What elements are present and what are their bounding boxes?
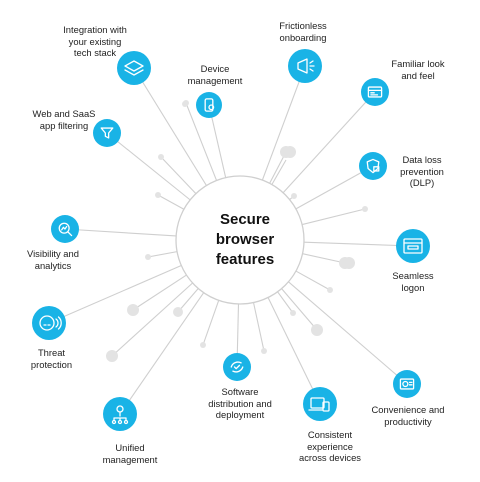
node-circle [288, 49, 322, 83]
decor-dot [327, 287, 333, 293]
decor-spoke-3 [301, 208, 366, 226]
decor-spoke-1 [160, 156, 197, 195]
label-logon: Seamless logon [392, 270, 434, 293]
label-filtering: Web and SaaS app filtering [32, 108, 96, 131]
node-circle [361, 78, 389, 106]
dashboard-icon [399, 378, 415, 390]
feature-nodes [32, 49, 430, 431]
node-familiar [361, 78, 389, 106]
devices-icon [308, 397, 330, 412]
spoke-integration [133, 67, 207, 186]
decor-spoke-14 [252, 302, 265, 352]
node-circle [32, 306, 66, 340]
spoke-unified [119, 292, 205, 415]
label-threat: Threat protection [30, 347, 73, 370]
node-circle [93, 119, 121, 147]
node-software [223, 353, 251, 381]
center-hub [175, 175, 305, 305]
decor-dot [291, 193, 297, 199]
spoke-logon [303, 241, 414, 247]
decor-dot [182, 101, 188, 107]
decor-dot [290, 310, 296, 316]
browser-window-icon [367, 86, 383, 98]
label-device: Device management [187, 63, 243, 86]
label-integration: Integration with your existing tech stac… [63, 24, 127, 58]
node-integration [117, 51, 151, 85]
decor-dot [284, 146, 296, 158]
node-circle [303, 387, 337, 421]
node-unified [103, 397, 137, 431]
spoke-familiar [282, 91, 376, 194]
decor-dot [127, 304, 139, 316]
label-consistent: Consistent experience across devices [298, 429, 361, 463]
node-circle [393, 370, 421, 398]
node-threat [32, 306, 66, 340]
label-familiar: Familiar look and feel [391, 58, 445, 81]
spoke-convenience [288, 281, 408, 385]
node-dlp [359, 152, 387, 180]
node-circle [117, 51, 151, 85]
shield-lock-icon [366, 158, 380, 174]
label-software: Software distribution and deployment [208, 386, 272, 420]
decor-dot [173, 307, 183, 317]
node-convenience [393, 370, 421, 398]
decor-dot [145, 254, 151, 260]
deploy-cycle-icon [230, 361, 244, 373]
decorative-dots [106, 100, 368, 362]
decor-dot [343, 257, 355, 269]
label-onboarding: Frictionless onboarding [279, 20, 327, 43]
decor-spoke-12 [111, 282, 193, 357]
spoke-filtering [106, 132, 191, 201]
label-dlp: Data loss prevention (DLP) [400, 154, 444, 188]
threat-face-icon [39, 315, 62, 331]
decor-dot [362, 206, 368, 212]
decor-dot [155, 192, 161, 198]
spoke-onboarding [261, 65, 306, 181]
label-visibility: Visibility and analytics [27, 248, 79, 271]
center-title: Secure browser features [215, 211, 275, 268]
label-convenience: Convenience and productivity [371, 404, 445, 427]
decor-spoke-8 [295, 270, 331, 291]
decor-spoke-10 [132, 274, 187, 311]
decor-dot [261, 348, 267, 354]
device-lock-icon [204, 98, 215, 112]
spoke-consistent [267, 297, 321, 405]
decor-spoke-6 [147, 251, 178, 258]
decor-spoke-16 [271, 159, 287, 185]
node-device [196, 92, 222, 118]
decor-dot [311, 324, 323, 336]
funnel-icon [100, 127, 114, 139]
decor-spoke-13 [202, 300, 220, 346]
spoke-dlp [295, 165, 374, 210]
spoke-lines [48, 65, 414, 415]
decor-spoke-9 [277, 291, 294, 314]
decor-spoke-15 [281, 288, 318, 331]
decor-spoke-0 [185, 102, 218, 181]
decor-dot [106, 350, 118, 362]
decor-spoke-11 [177, 288, 199, 313]
spoke-visibility [64, 228, 177, 237]
label-unified: Unified management [102, 442, 158, 465]
magnifier-chart-icon [58, 222, 73, 237]
node-consistent [303, 387, 337, 421]
decor-dot [200, 342, 206, 348]
node-circle [196, 92, 222, 118]
decor-spoke-5 [157, 194, 185, 210]
node-logon [396, 229, 430, 263]
node-filtering [93, 119, 121, 147]
org-chart-icon [111, 405, 129, 425]
node-circle [359, 152, 387, 180]
spoke-threat [48, 265, 182, 324]
login-window-icon [403, 238, 423, 254]
megaphone-icon [297, 58, 315, 74]
node-visibility [51, 215, 79, 243]
decor-dot [158, 154, 164, 160]
node-onboarding [288, 49, 322, 83]
decor-spoke-7 [302, 253, 346, 264]
layers-icon [124, 60, 144, 76]
